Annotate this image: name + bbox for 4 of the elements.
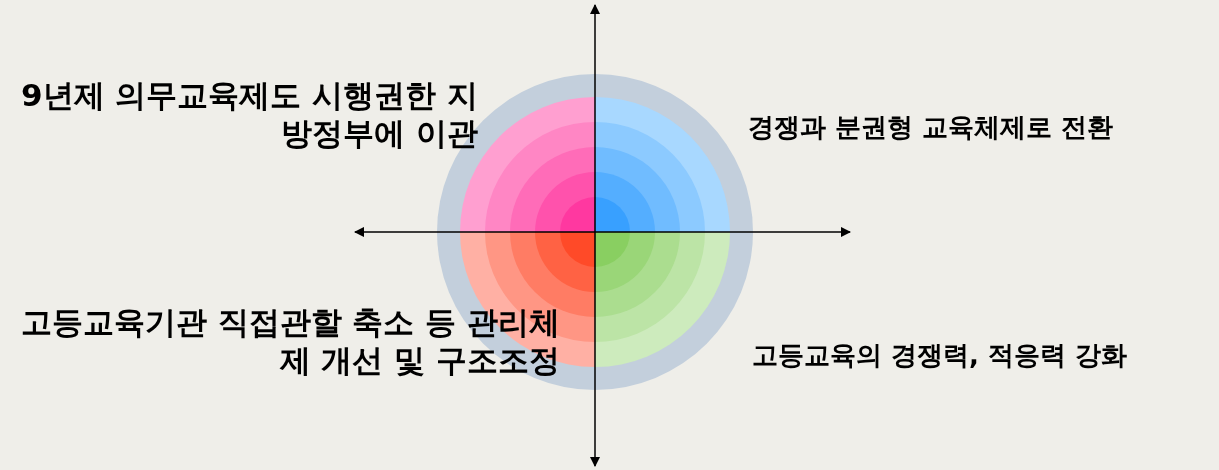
quadrant-label: 고등교육의 경쟁력, 적응력 강화: [752, 339, 1129, 372]
quadrant-label: 경쟁과 분권형 교육체제로 전환: [748, 111, 1115, 144]
quadrant-label: 고등교육기관 직접관할 축소 등 관리체제 개선 및 구조조정: [20, 303, 560, 379]
quadrant-label: 9년제 의무교육제도 시행권한 지방정부에 이관: [20, 76, 478, 152]
